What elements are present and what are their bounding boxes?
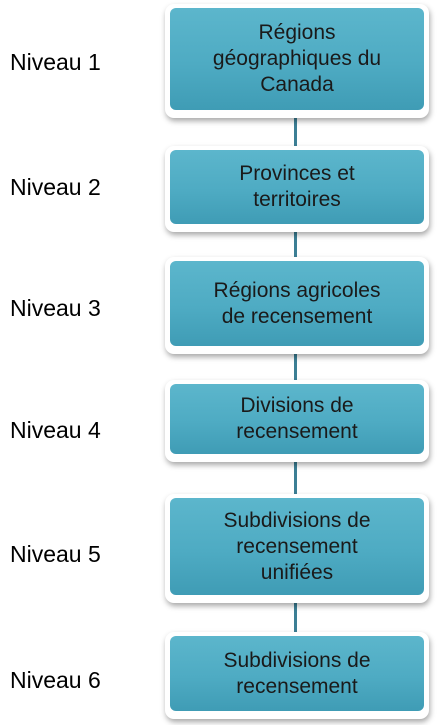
level-box-2: Provinces et territoires [165, 146, 429, 232]
level-label-2: Niveau 2 [10, 174, 101, 200]
level-box-1: Régions géographiques du Canada [165, 4, 429, 118]
level-box-6: Subdivisions de recensement [165, 632, 429, 719]
box-line: de recensement [221, 304, 373, 328]
level-label-4: Niveau 4 [10, 417, 101, 443]
box-line: Régions [258, 21, 336, 44]
level-label-5: Niveau 5 [10, 541, 101, 567]
connector-3-4 [294, 352, 297, 382]
level-box-5-text: Subdivisions de recensement unifiées [215, 508, 378, 586]
level-box-2-text: Provinces et territoires [231, 161, 363, 213]
box-line: recensement [236, 420, 358, 443]
box-line: Subdivisions de [223, 648, 371, 672]
box-line: Divisions de [240, 394, 354, 417]
level-label-6: Niveau 6 [10, 667, 101, 693]
connector-4-5 [294, 459, 297, 496]
box-line: Subdivisions de [223, 508, 371, 532]
box-line: Canada [260, 73, 334, 96]
box-line: territoires [253, 188, 341, 211]
level-box-1-text: Régions géographiques du Canada [205, 20, 389, 98]
level-box-5: Subdivisions de recensement unifiées [165, 494, 429, 603]
box-line: recensement [236, 534, 358, 558]
box-line: Provinces et [239, 162, 355, 185]
box-line: recensement [236, 674, 358, 698]
connector-5-6 [294, 600, 297, 634]
box-line: unifiées [260, 560, 334, 584]
level-box-4-text: Divisions de recensement [228, 393, 365, 445]
connector-1-2 [294, 116, 297, 148]
level-box-3-text: Régions agricoles de recensement [206, 278, 389, 330]
level-label-1: Niveau 1 [10, 49, 101, 75]
box-line: géographiques du [212, 47, 382, 70]
connector-2-3 [294, 229, 297, 259]
level-box-6-text: Subdivisions de recensement [215, 648, 378, 700]
level-box-3: Régions agricoles de recensement [165, 257, 429, 354]
level-box-4: Divisions de recensement [165, 380, 429, 462]
box-line: Régions agricoles [213, 278, 381, 302]
level-label-3: Niveau 3 [10, 295, 101, 321]
